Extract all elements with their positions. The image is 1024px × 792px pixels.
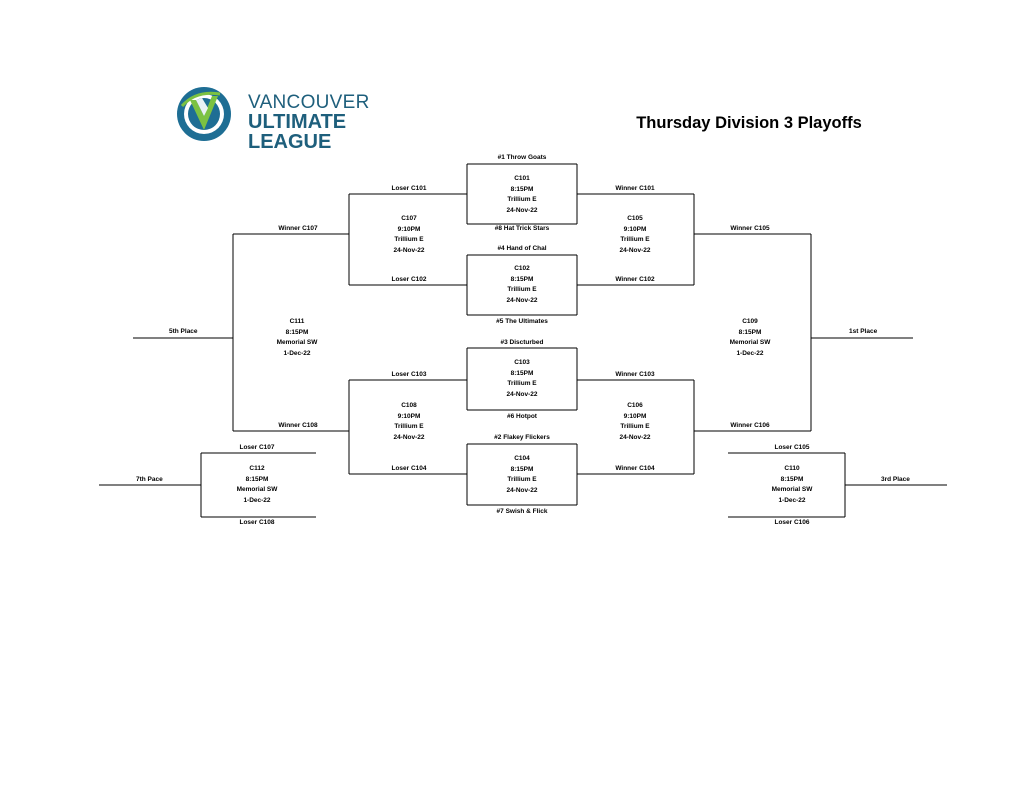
game-c107: C107 9:10PM Trillium E 24-Nov-22 (349, 214, 469, 256)
slot-label: Loser C102 (391, 276, 427, 283)
slot-label: Loser C104 (391, 465, 427, 472)
game-c109: C109 8:15PM Memorial SW 1-Dec-22 (690, 317, 810, 359)
game-date: 24-Nov-22 (506, 390, 538, 398)
game-field: Trillium E (507, 286, 537, 293)
seed-label: #3 Discturbed (500, 339, 544, 346)
game-date: 1-Dec-22 (736, 349, 764, 357)
slot-label: Winner C102 (615, 276, 655, 283)
game-code: C105 (627, 215, 643, 222)
seed-label: #4 Hand of Chal (497, 245, 547, 252)
game-code: C108 (401, 402, 417, 409)
game-field: Memorial SW (236, 486, 278, 493)
slot-label: Loser C108 (239, 519, 275, 526)
game-time: 8:15PM (510, 275, 534, 283)
game-time: 8:15PM (285, 328, 309, 336)
seed-label: #5 The Ultimates (496, 318, 548, 325)
slot-label: Winner C106 (730, 422, 770, 429)
game-c105: C105 9:10PM Trillium E 24-Nov-22 (575, 214, 695, 256)
place-label-fifth: 5th Place (169, 328, 198, 335)
seed-label: #7 Swish & Flick (496, 508, 548, 515)
game-time: 9:10PM (397, 225, 421, 233)
game-field: Trillium E (507, 196, 537, 203)
slot-label: Winner C104 (615, 465, 655, 472)
league-logo-icon (177, 87, 231, 141)
seed-label: #2 Flakey Flickers (494, 434, 550, 441)
game-c106: C106 9:10PM Trillium E 24-Nov-22 (575, 401, 695, 443)
slot-label: Loser C101 (391, 185, 427, 192)
game-c111: C111 8:15PM Memorial SW 1-Dec-22 (237, 317, 357, 359)
slot-label: Loser C105 (774, 444, 810, 451)
game-code: C109 (742, 318, 758, 325)
game-field: Trillium E (394, 236, 424, 243)
seed-label: #8 Hat Trick Stars (494, 225, 550, 232)
game-time: 8:15PM (780, 475, 804, 483)
game-c110: C110 8:15PM Memorial SW 1-Dec-22 (732, 464, 852, 506)
game-date: 24-Nov-22 (506, 486, 538, 494)
game-c103: C103 8:15PM Trillium E 24-Nov-22 (462, 358, 582, 400)
slot-label: Winner C107 (278, 225, 318, 232)
game-date: 1-Dec-22 (283, 349, 311, 357)
game-code: C102 (514, 265, 530, 272)
game-code: C101 (514, 175, 530, 182)
game-time: 8:15PM (738, 328, 762, 336)
game-date: 24-Nov-22 (619, 433, 651, 441)
game-field: Memorial SW (729, 339, 771, 346)
slot-label: Loser C106 (774, 519, 810, 526)
page-title: Thursday Division 3 Playoffs (636, 114, 862, 132)
game-code: C112 (249, 465, 265, 472)
game-code: C103 (514, 359, 530, 366)
game-time: 9:10PM (623, 412, 647, 420)
game-time: 9:10PM (623, 225, 647, 233)
game-code: C104 (514, 455, 530, 462)
game-field: Trillium E (620, 236, 650, 243)
slot-label: Winner C101 (615, 185, 655, 192)
game-c101: C101 8:15PM Trillium E 24-Nov-22 (462, 174, 582, 216)
game-code: C111 (289, 318, 305, 325)
slot-label: Loser C103 (391, 371, 427, 378)
game-field: Memorial SW (771, 486, 813, 493)
slot-label: Winner C103 (615, 371, 655, 378)
game-c112: C112 8:15PM Memorial SW 1-Dec-22 (197, 464, 317, 506)
game-field: Memorial SW (276, 339, 318, 346)
game-field: Trillium E (507, 380, 537, 387)
game-time: 8:15PM (510, 185, 534, 193)
seed-label: #6 Hotpot (507, 413, 537, 420)
logo-line-2: ULTIMATE LEAGUE (248, 111, 347, 153)
game-c104: C104 8:15PM Trillium E 24-Nov-22 (462, 454, 582, 496)
game-c108: C108 9:10PM Trillium E 24-Nov-22 (349, 401, 469, 443)
game-field: Trillium E (507, 476, 537, 483)
slot-label: Loser C107 (239, 444, 275, 451)
game-field: Trillium E (620, 423, 650, 430)
game-code: C106 (627, 402, 643, 409)
game-time: 8:15PM (510, 465, 534, 473)
game-code: C107 (401, 215, 417, 222)
place-label-third: 3rd Place (881, 476, 910, 483)
place-label-seventh: 7th Pace (136, 476, 163, 483)
game-date: 24-Nov-22 (393, 433, 425, 441)
game-time: 9:10PM (397, 412, 421, 420)
seed-label: #1 Throw Goats (497, 154, 547, 161)
league-logo: VANCOUVER ULTIMATE LEAGUE (176, 86, 416, 152)
game-field: Trillium E (394, 423, 424, 430)
game-c102: C102 8:15PM Trillium E 24-Nov-22 (462, 264, 582, 306)
game-date: 24-Nov-22 (619, 246, 651, 254)
slot-label: Winner C105 (730, 225, 770, 232)
slot-label: Winner C108 (278, 422, 318, 429)
game-date: 1-Dec-22 (778, 496, 806, 504)
game-code: C110 (784, 465, 800, 472)
game-time: 8:15PM (510, 369, 534, 377)
game-date: 24-Nov-22 (506, 296, 538, 304)
place-label-first: 1st Place (849, 328, 878, 335)
game-date: 1-Dec-22 (243, 496, 271, 504)
game-time: 8:15PM (245, 475, 269, 483)
logo-line-1: VANCOUVER (248, 92, 370, 113)
game-date: 24-Nov-22 (506, 206, 538, 214)
game-date: 24-Nov-22 (393, 246, 425, 254)
